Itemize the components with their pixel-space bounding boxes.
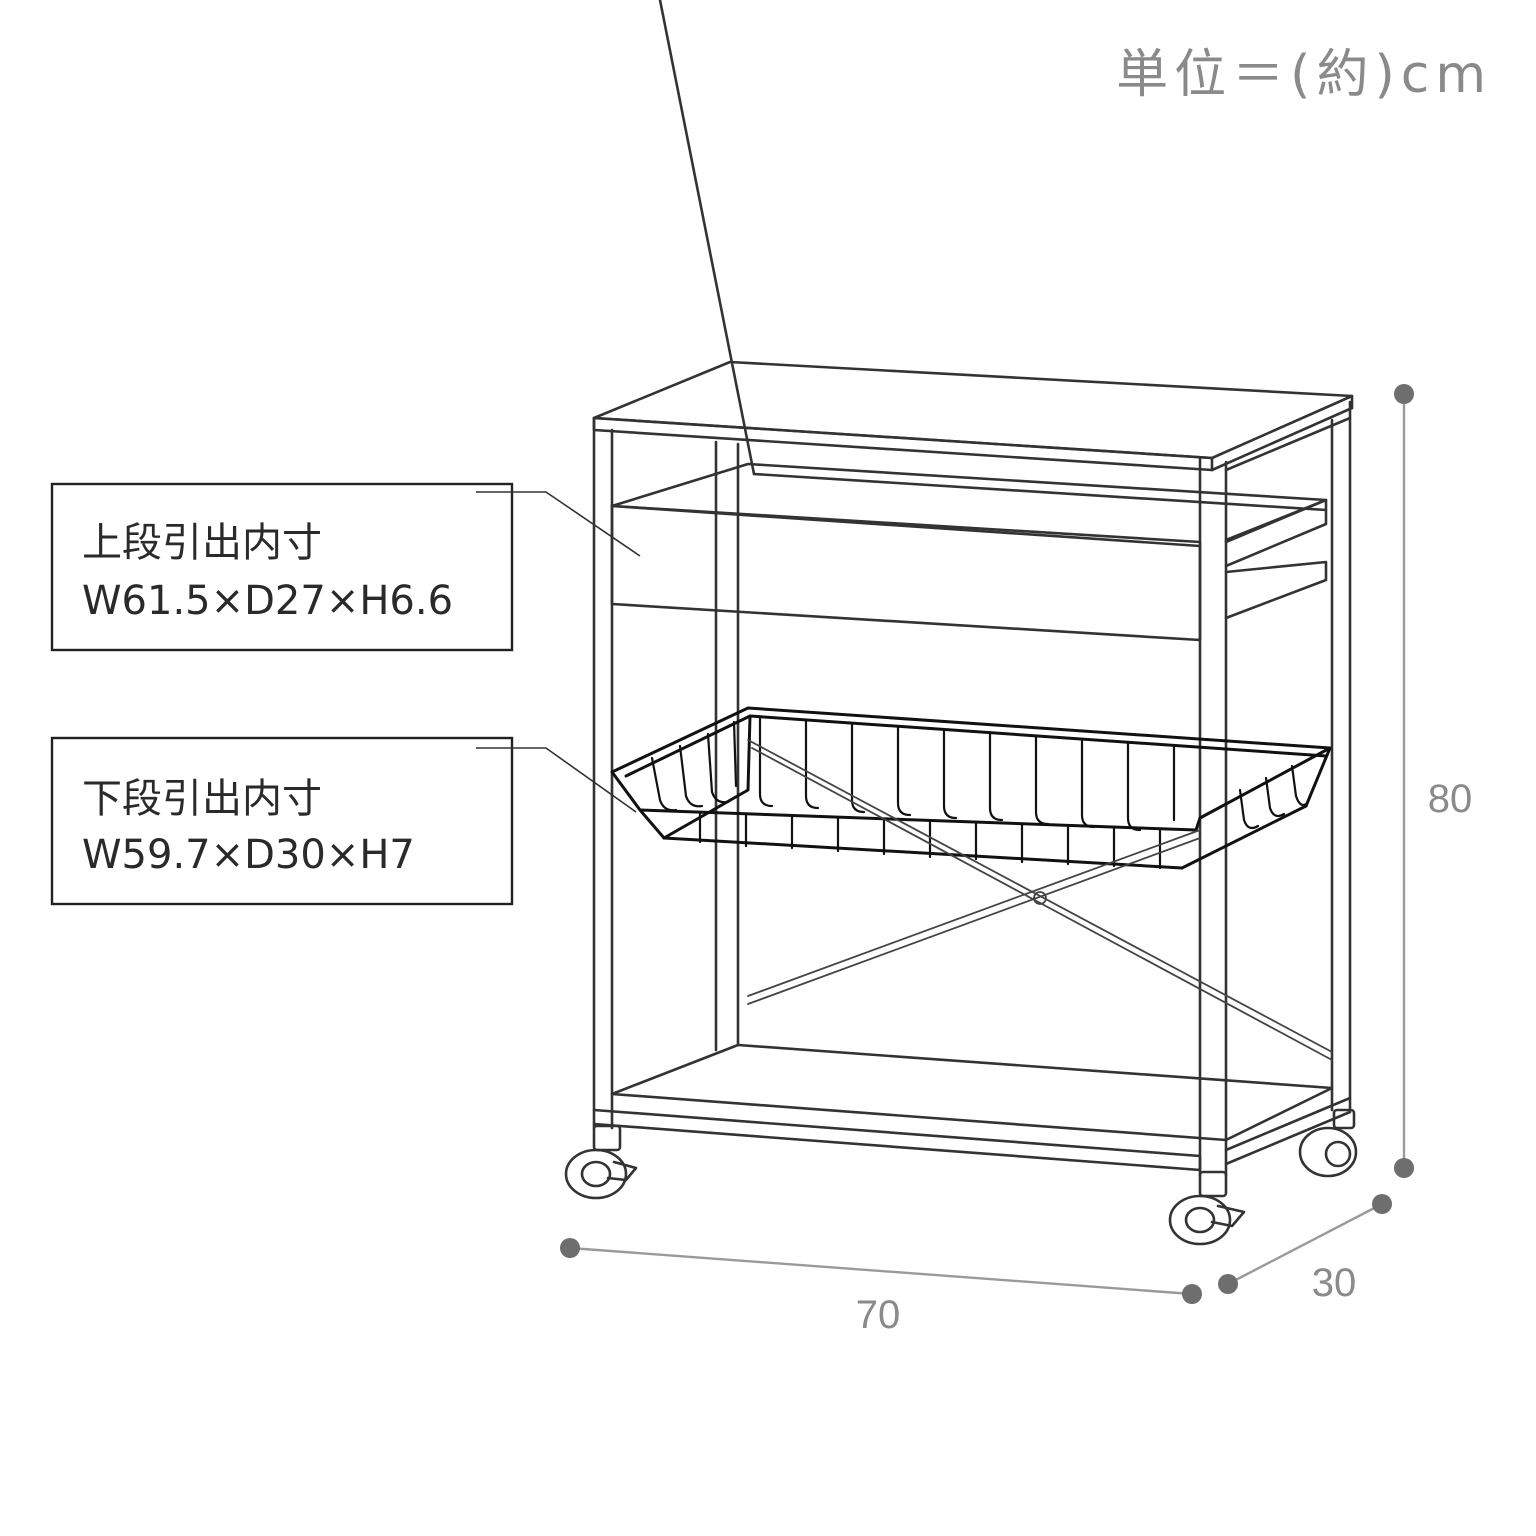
- basket-right-wires: [1238, 764, 1308, 830]
- upper-drawer-title: 上段引出内寸: [82, 520, 322, 566]
- upper-drawer: [610, 0, 1328, 642]
- height-dim-top-dot: [1394, 384, 1414, 404]
- basket-front-wires: [758, 716, 1176, 832]
- front-left-post: [592, 416, 614, 1130]
- upper-drawer-callout-box: [50, 482, 514, 652]
- lower-basket-callout-box: [50, 736, 514, 906]
- height-dimension: 80: [1394, 384, 1472, 1178]
- height-value: 80: [1428, 777, 1473, 821]
- cross-brace: [747, 739, 1333, 1061]
- depth-dimension: 30: [1218, 1194, 1392, 1305]
- back-right-post: [1330, 400, 1352, 1112]
- depth-dim-left-dot: [1218, 1274, 1238, 1294]
- upper-drawer-leader: [476, 491, 641, 557]
- lower-wire-basket: [610, 706, 1332, 870]
- caster-back-right: [1298, 1108, 1358, 1178]
- upper-drawer-callout: 上段引出内寸 W61.5×D27×H6.6: [50, 482, 641, 652]
- lower-basket-title: 下段引出内寸: [82, 776, 322, 822]
- top-board: [592, 360, 1354, 472]
- lower-basket-size: W59.7×D30×H7: [82, 832, 415, 878]
- caster-front-right: [1168, 1170, 1246, 1246]
- bottom-shelf: [592, 1043, 1352, 1172]
- depth-dim-right-dot: [1372, 1194, 1392, 1214]
- cart-illustration: [564, 0, 1358, 1246]
- basket-lower-wires: [698, 810, 1162, 870]
- caster-front-left: [564, 1124, 638, 1200]
- width-dimension: 70: [560, 1238, 1202, 1337]
- lower-basket-leader: [476, 747, 637, 813]
- basket-left-wires: [650, 720, 738, 812]
- lower-basket-callout: 下段引出内寸 W59.7×D30×H7: [50, 736, 637, 906]
- width-dim-left-dot: [560, 1238, 580, 1258]
- height-dim-bottom-dot: [1394, 1158, 1414, 1178]
- width-value: 70: [856, 1293, 901, 1337]
- back-left-post: [714, 440, 740, 1052]
- width-dim-right-dot: [1182, 1284, 1202, 1304]
- depth-value: 30: [1312, 1261, 1357, 1305]
- upper-drawer-size: W61.5×D27×H6.6: [82, 578, 453, 624]
- unit-label: 単位＝(約)cm: [1116, 45, 1492, 105]
